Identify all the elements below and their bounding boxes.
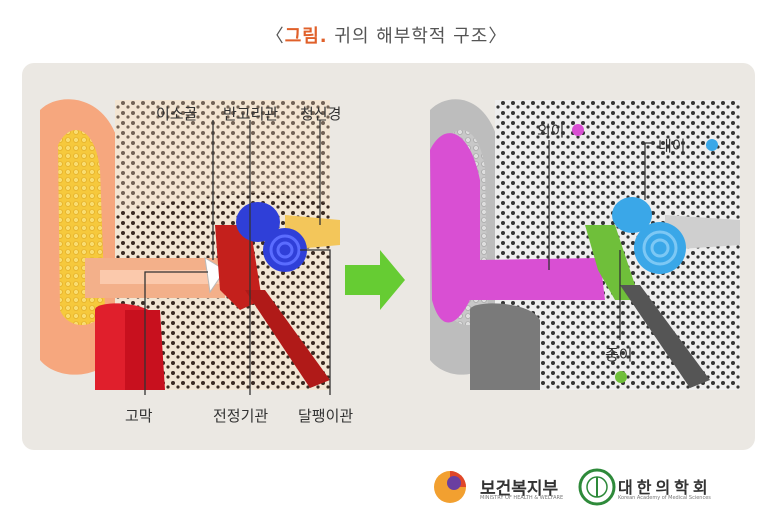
lobe-gray <box>470 303 540 390</box>
inner-ear-cochlea <box>634 222 686 274</box>
label-vestibule: 전정기관 <box>213 407 269 425</box>
title-rest: 귀의 해부학적 구조 <box>327 26 489 47</box>
label-ossicles: 이소골 <box>156 105 198 123</box>
ministry-subtitle: MINISTRY OF HEALTH & WELFARE <box>480 495 564 501</box>
ear-canal-inner <box>100 270 220 284</box>
label-middle-ear: 중이 <box>605 346 633 364</box>
eustachian-tube-gray <box>620 285 710 388</box>
inner-ear-dot <box>706 139 718 151</box>
leader-inner-ear <box>644 142 655 200</box>
label-outer-ear: 외이 <box>537 122 565 140</box>
bone-top-edge <box>115 100 330 210</box>
inner-spiral-2 <box>650 238 670 258</box>
eardrum-shape <box>204 257 226 294</box>
middle-ear-region <box>585 225 640 300</box>
leader-cochlea <box>300 249 331 395</box>
ministry-name: 보건복지부 <box>480 479 559 499</box>
left-ear-diagram <box>40 99 340 395</box>
inner-ear-canals <box>612 197 652 233</box>
right-ear-diagram <box>430 99 740 390</box>
academy-seal <box>578 468 616 506</box>
cochlea-left <box>263 228 307 272</box>
leader-eardrum <box>144 271 208 395</box>
label-eardrum: 고막 <box>125 407 153 425</box>
outer-ear-dot <box>572 124 584 136</box>
semicircular-canals <box>236 202 280 242</box>
label-semicircular-canals: 반고리관 <box>223 105 279 123</box>
title-highlight: 그림. <box>284 26 328 47</box>
transition-arrow <box>345 250 405 310</box>
outer-ear-region <box>430 133 605 323</box>
cochlea-spiral-1 <box>269 234 301 266</box>
title-close: 〉 <box>488 26 508 47</box>
label-cochlea: 달팽이관 <box>298 407 354 425</box>
cochlea-spiral-2 <box>276 241 294 259</box>
inner-spiral-1 <box>642 230 678 266</box>
ministry-logo <box>434 471 466 503</box>
eustachian-tube <box>245 290 330 388</box>
academy-name: 대한의학회 <box>618 478 712 497</box>
label-inner-ear: 내이 <box>658 137 686 155</box>
middle-ear-dot <box>615 371 627 383</box>
title-open: 〈 <box>265 26 285 47</box>
label-auditory-nerve: 청신경 <box>300 105 342 123</box>
academy-subtitle: Korean Academy of Medical Sciences <box>618 495 711 501</box>
figure-title: 〈그림. 귀의 해부학적 구조〉 <box>0 22 773 48</box>
